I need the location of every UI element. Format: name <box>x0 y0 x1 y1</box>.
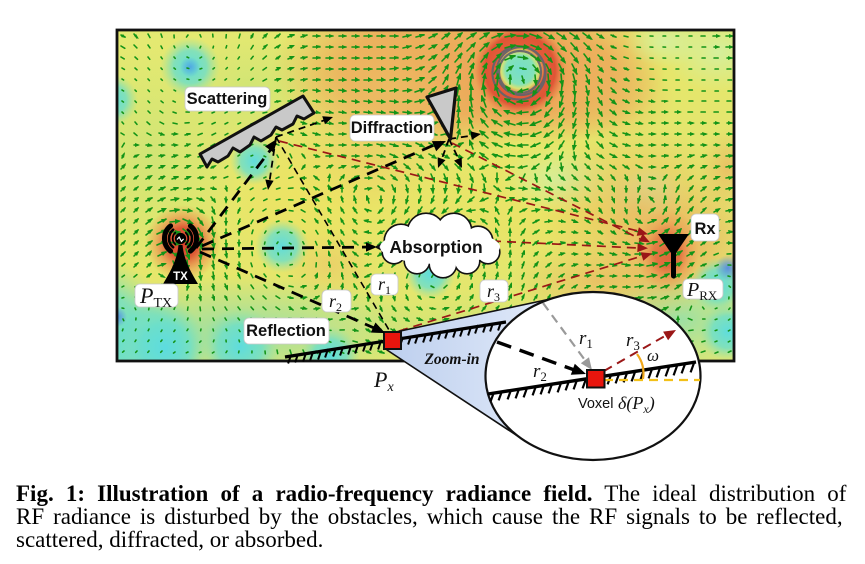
svg-text:scattered, diffracted, or abso: scattered, diffracted, or absorbed. <box>16 527 323 552</box>
svg-text:Fig. 1: Illustration of a radi: Fig. 1: Illustration of a radio-frequenc… <box>16 481 847 506</box>
svg-text:Rx: Rx <box>694 220 716 238</box>
svg-text:Zoom-in: Zoom-in <box>423 351 479 368</box>
svg-text:Absorption: Absorption <box>389 237 482 257</box>
svg-text:TX: TX <box>173 271 188 283</box>
svg-text:Voxel: Voxel <box>578 396 613 412</box>
svg-text:Reflection: Reflection <box>246 322 326 340</box>
svg-text:RF radiance is disturbed by th: RF radiance is disturbed by the obstacle… <box>16 504 843 529</box>
svg-text:ω: ω <box>647 346 659 365</box>
svg-text:Scattering: Scattering <box>187 90 268 108</box>
svg-text:Diffraction: Diffraction <box>351 119 434 137</box>
svg-text:δ(Px): δ(Px) <box>618 393 655 416</box>
